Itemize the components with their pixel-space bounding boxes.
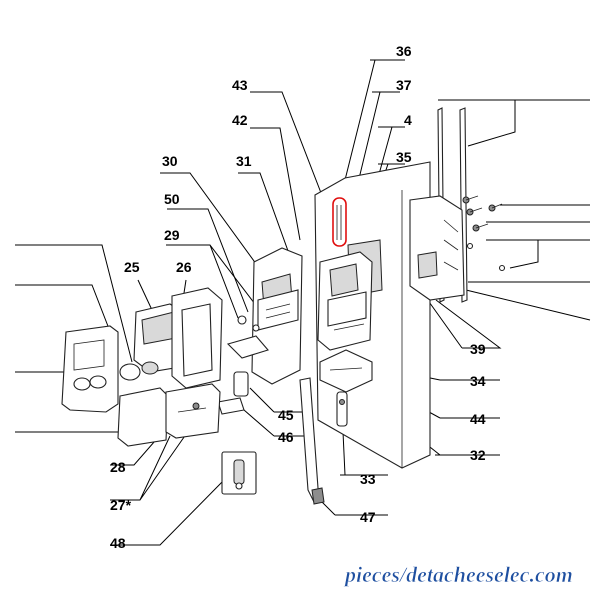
label-26: 26: [176, 259, 192, 275]
label-36: 36: [396, 43, 412, 59]
highlight-marker: [332, 197, 347, 247]
part-labels: 36 43 37 42 4 30 31 35 50 29 25 26 39 34…: [110, 43, 486, 551]
leader-lines: [15, 59, 591, 546]
screws: [462, 195, 506, 272]
watermark: pieces/detacheeselec.com: [343, 562, 573, 587]
label-29: 29: [164, 227, 180, 243]
label-4: 4: [404, 112, 412, 128]
label-44: 44: [470, 411, 486, 427]
label-27: 27*: [110, 497, 132, 513]
label-42: 42: [232, 112, 248, 128]
label-48: 48: [110, 535, 126, 551]
label-37: 37: [396, 77, 412, 93]
label-45: 45: [278, 407, 294, 423]
label-46: 46: [278, 429, 294, 445]
label-43: 43: [232, 77, 248, 93]
label-25: 25: [124, 259, 140, 275]
label-32: 32: [470, 447, 486, 463]
label-47: 47: [360, 509, 376, 525]
label-30: 30: [162, 153, 178, 169]
label-39: 39: [470, 341, 486, 357]
parts: [61, 107, 506, 505]
label-50: 50: [164, 191, 180, 207]
label-34: 34: [470, 373, 486, 389]
label-33: 33: [360, 471, 376, 487]
label-35: 35: [396, 149, 412, 165]
label-28: 28: [110, 459, 126, 475]
label-31: 31: [236, 153, 252, 169]
